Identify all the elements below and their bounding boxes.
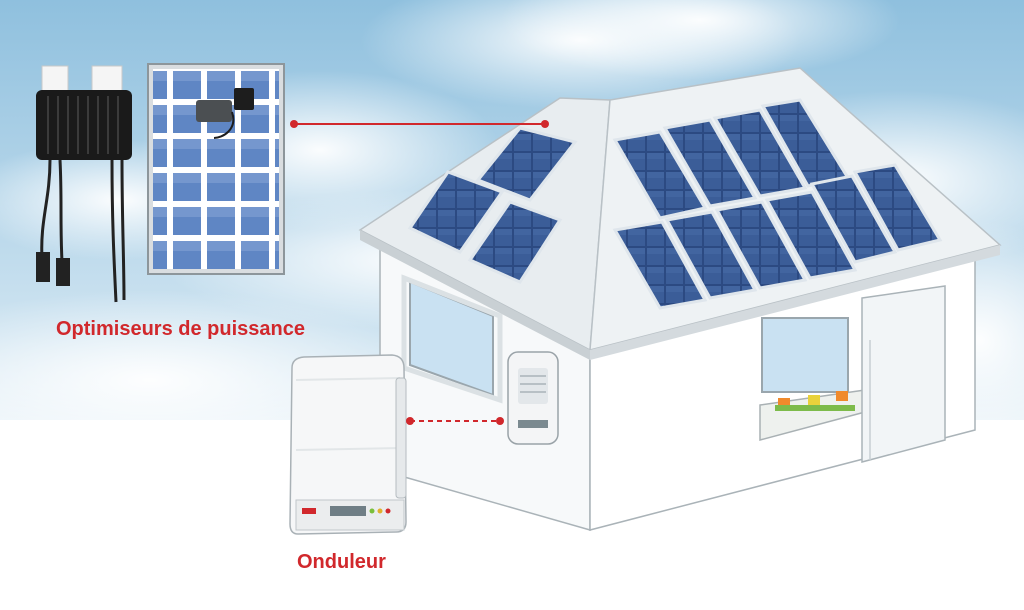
flower-yellow [808,395,820,405]
flower-orange-2 [836,391,848,401]
inverter-logo-mark [302,508,316,514]
panel-junction-box [196,100,232,122]
connector-2 [56,258,70,286]
solar-panel-icon [148,64,284,274]
inverter-display [330,506,366,516]
wall-mounted-inverter [508,352,558,444]
house-front-window [762,318,848,392]
optimizers-label: Optimiseurs de puissance [56,318,305,341]
inverter-icon [290,355,406,534]
inverter-label: Onduleur [297,551,386,574]
flower-leaves [775,405,855,411]
panel-optimizer-mini [234,88,254,110]
house-doorway [862,286,945,462]
connector-1 [36,252,50,282]
